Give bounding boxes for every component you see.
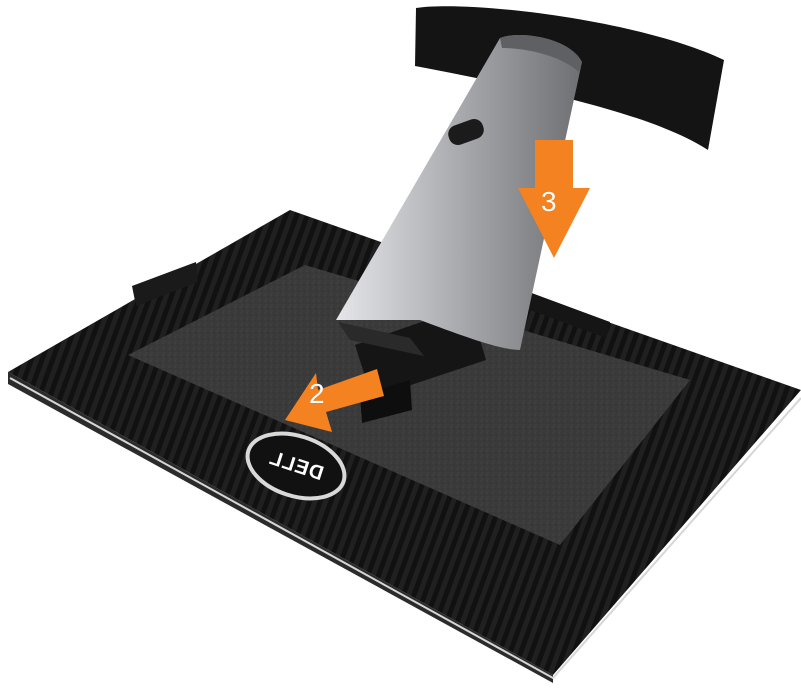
- stand: [336, 6, 724, 356]
